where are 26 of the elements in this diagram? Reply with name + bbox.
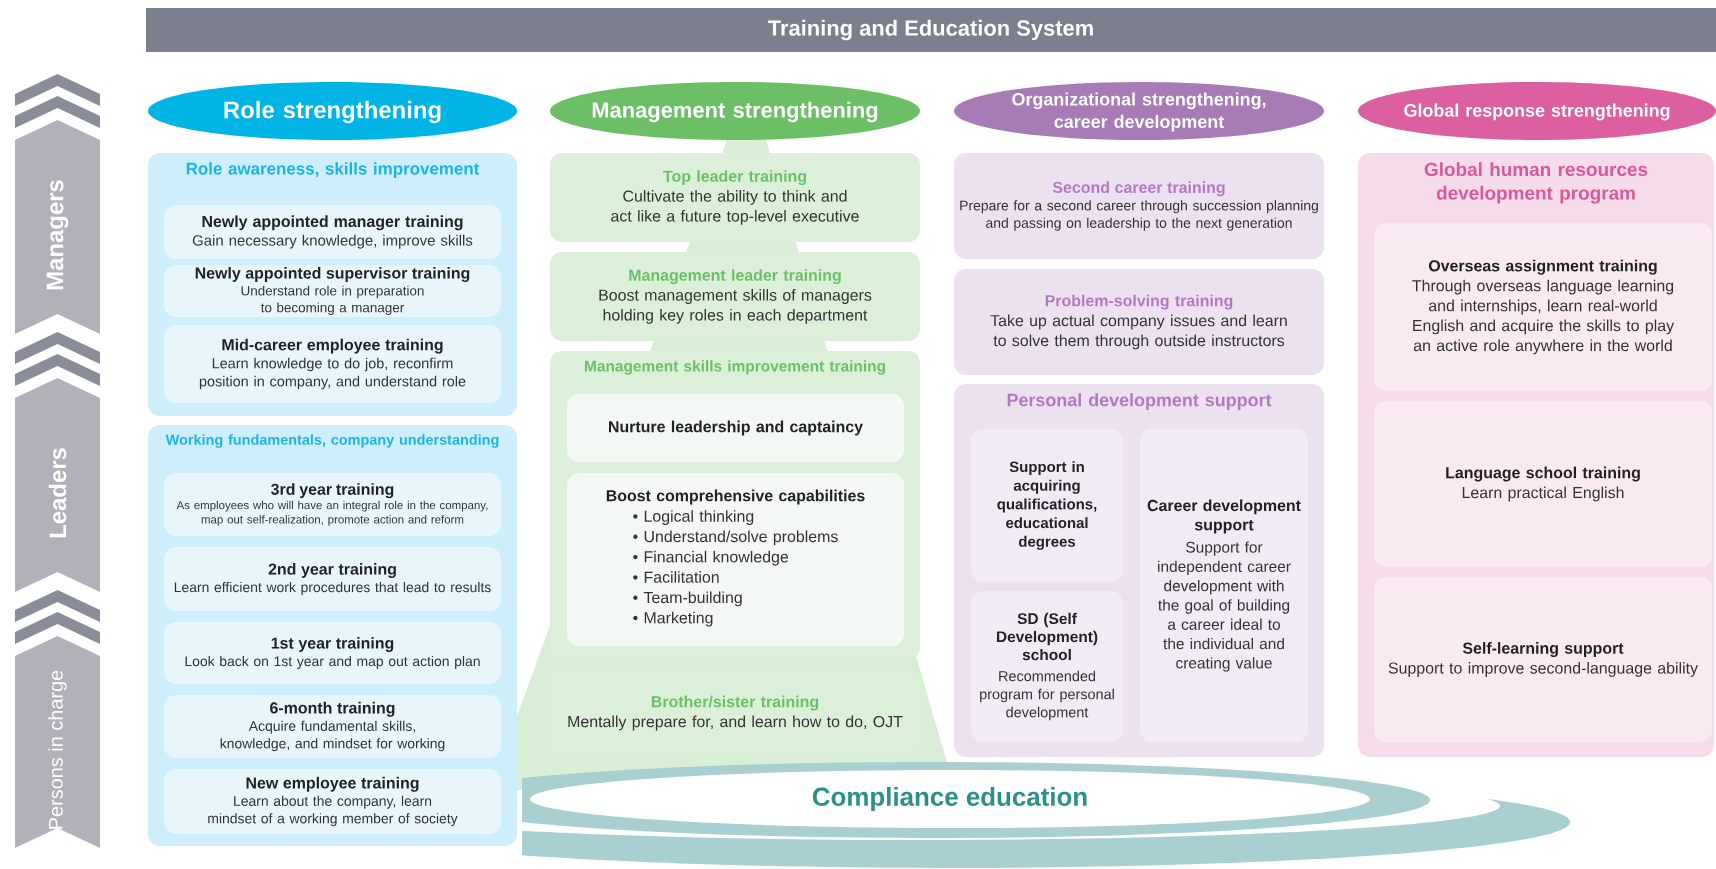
training-box: Second career training Prepare for a second career through succession planning and passing on leadership to the next generation	[954, 153, 1324, 259]
training-box: Top leader training Cultivate the ability to think and act like a future top-level executive	[550, 153, 920, 242]
chevron-band: Persons in charge	[15, 590, 100, 848]
training-box: SD (Self Development) school Recommended program for personal development	[971, 591, 1123, 742]
training-box: Overseas assignment training Through overseas language learning and internships, learn real-world English and acquire the skills to play an active role anywhere in the world	[1374, 223, 1712, 391]
training-box: Mid-career employee training Learn knowledge to do job, reconfirm position in company, and understand role	[164, 325, 501, 403]
training-box: 3rd year training As employees who will have an integral role in the company, map out self-realization, promote action and reform	[164, 473, 501, 536]
training-box: 6-month training Acquire fundamental skills, knowledge, and mindset for working	[164, 695, 501, 758]
training-box: 1st year training Look back on 1st year and map out action plan	[164, 622, 501, 684]
node-label: Management skills improvement training	[585, 360, 885, 375]
training-box: Support in acquiring qualifications, educational degrees	[971, 429, 1123, 582]
training-box: Newly appointed supervisor training Understand role in preparation to becoming a manager	[164, 265, 501, 317]
training-box: Newly appointed manager training Gain necessary knowledge, improve skills	[164, 205, 501, 259]
training-box: 2nd year training Learn efficient work procedures that lead to results	[164, 547, 501, 611]
training-box: Self-learning support Support to improve second-language ability	[1374, 577, 1712, 742]
training-box: Language school training Learn practical English	[1374, 401, 1712, 567]
training-box: New employee training Learn about the company, learn mindset of a working member of society	[164, 769, 501, 834]
training-box: Nurture leadership and captaincy	[567, 394, 904, 462]
chevron-band: Leaders	[15, 332, 100, 592]
title-band: Training and Education System	[146, 8, 1716, 52]
training-box: Boost comprehensive capabilities • Logical thinking • Understand/solve problems • Financial knowledge • Facilitation • Team-building • Marketing	[567, 473, 904, 646]
training-box: Problem-solving training Take up actual company issues and learn to solve them through outside instructors	[954, 269, 1324, 375]
training-box: Brother/sister training Mentally prepare for, and learn how to do, OJT	[550, 669, 920, 757]
chevron-band: Managers	[15, 74, 100, 334]
training-box: Management leader training Boost management skills of managers holding key roles in each department	[550, 252, 920, 341]
training-box: Career development support Support for independent career development with the goal of building a career ideal to the individual and creating value	[1140, 429, 1308, 742]
